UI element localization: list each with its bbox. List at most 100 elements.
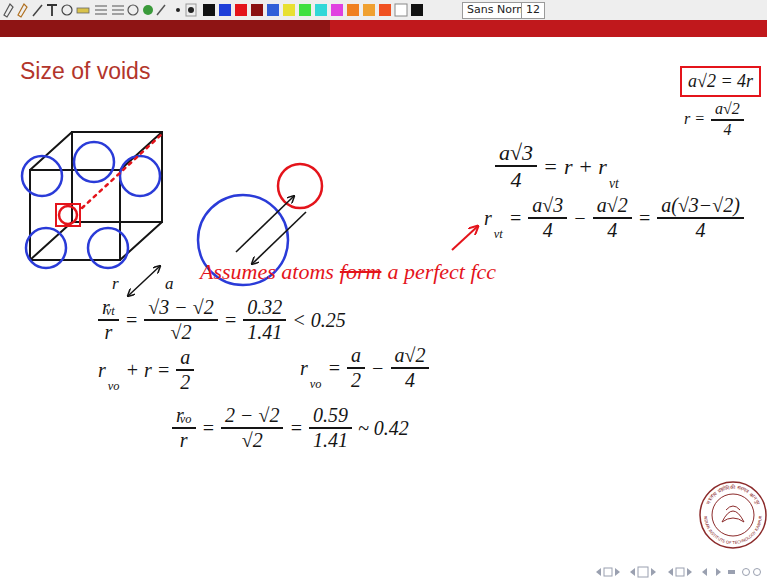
fraction-numerator: 0.59	[309, 405, 352, 429]
math-text: =	[328, 358, 342, 379]
path-shape	[651, 568, 656, 576]
fraction-numerator: a	[176, 347, 194, 371]
fraction-denominator: 4	[692, 219, 710, 241]
math-text: √3 − √2	[148, 297, 213, 318]
rect-shape	[347, 4, 359, 16]
rect-shape	[283, 4, 295, 16]
fraction-numerator: rvt	[98, 297, 119, 321]
subscript: vt	[609, 177, 619, 191]
circle-shape	[143, 5, 153, 15]
math-text: r + r	[564, 155, 607, 178]
path-shape	[252, 212, 306, 264]
fraction-numerator: 0.32	[243, 297, 286, 321]
fraction: 0.32 1.41	[243, 297, 286, 343]
fraction: rvor	[172, 405, 196, 451]
fraction: rvtr	[98, 297, 119, 343]
rect-shape	[186, 4, 196, 16]
path-shape	[668, 568, 673, 576]
math-text: < 0.25	[292, 310, 346, 331]
fraction: a(√3−√2)4	[657, 195, 744, 241]
path-shape	[615, 568, 620, 576]
header-band	[0, 20, 767, 37]
math-text: =	[125, 310, 139, 331]
path-shape	[630, 568, 635, 576]
path-shape	[702, 568, 707, 576]
equation-line: rvtr=√3 − √2√2=0.321.41< 0.25	[98, 297, 346, 343]
path-shape	[82, 134, 162, 208]
math-text: a√2	[715, 101, 740, 118]
math-text: r =	[684, 111, 705, 128]
equation-line: r =a√24	[684, 101, 744, 139]
circle-shape	[743, 569, 750, 576]
math-text: −	[573, 208, 587, 229]
circle-shape	[62, 5, 72, 15]
math-text: 2	[351, 370, 361, 391]
fraction-numerator: a(√3−√2)	[657, 195, 744, 219]
rect-shape	[331, 4, 343, 16]
subscript: vt	[494, 228, 503, 241]
rect-shape	[363, 4, 375, 16]
math-text: a	[165, 275, 174, 293]
fraction: a√24	[711, 101, 744, 139]
logo-text: INDIAN INSTITUTE OF TECHNOLOGY KANPUR	[703, 515, 763, 545]
fraction: a√24	[593, 195, 632, 241]
math-text: Assumes atoms	[200, 260, 334, 283]
toolbar	[0, 0, 767, 20]
rect-shape	[251, 4, 263, 16]
path-shape	[687, 568, 692, 576]
fraction-numerator: rvo	[172, 405, 196, 429]
math-text: 4	[405, 370, 415, 391]
math-text: =	[638, 208, 652, 229]
circle-shape	[700, 482, 766, 548]
math-text: 0.32	[247, 297, 282, 318]
math-text: r	[98, 360, 106, 381]
path-shape	[4, 4, 13, 17]
rect-shape	[77, 8, 89, 13]
dimension-label: r	[112, 275, 119, 293]
highlight-box-text: a√2 = 4r	[688, 71, 753, 92]
rect-shape	[0, 0, 767, 20]
path-shape	[18, 4, 27, 17]
math-text: r	[104, 322, 112, 343]
math-text: + r =	[126, 360, 171, 381]
fraction-numerator: a√3	[528, 195, 567, 219]
math-text: 4	[723, 122, 731, 139]
equation-line: rvor=2 − √2√2=0.591.41~ 0.42	[172, 405, 409, 451]
rect-shape	[315, 4, 327, 16]
fraction-numerator: 2 − √2	[221, 405, 283, 429]
fraction-denominator: 4	[719, 121, 735, 139]
path-shape	[33, 5, 42, 16]
math-text: =	[289, 418, 303, 439]
rect-shape	[203, 4, 215, 16]
circle-shape	[74, 142, 114, 182]
logo-text: भारतीय प्रौद्योगिकी संस्थान कानपुर	[704, 484, 762, 506]
math-text: =	[509, 208, 523, 229]
logo-text: INDIAN INSTITUTE OF TECHNOLOGY KANPUR	[703, 515, 763, 545]
math-text: a√3	[532, 195, 563, 216]
path-shape	[112, 6, 124, 14]
math-text: 1.41	[247, 322, 282, 343]
rect-shape	[56, 204, 80, 226]
circle-shape	[88, 228, 128, 268]
fraction-denominator: r	[176, 429, 192, 451]
fraction: a2	[176, 347, 194, 393]
fraction-numerator: √3 − √2	[144, 297, 217, 321]
fraction-denominator: √2	[166, 321, 195, 343]
fraction-numerator: a√2	[711, 101, 744, 121]
fraction: a2	[347, 345, 365, 391]
fraction: 0.591.41	[309, 405, 352, 451]
rect-shape	[728, 570, 735, 574]
fraction-denominator: 2	[176, 371, 194, 393]
math-text: ~ 0.42	[358, 418, 409, 439]
rect-shape	[379, 4, 391, 16]
fraction: √3 − √2 √2	[144, 297, 217, 343]
fraction-denominator: 4	[539, 219, 557, 241]
rect-shape	[604, 568, 612, 576]
assumption-note: Assumes atomsforma perfect fcc	[200, 260, 496, 283]
math-text: a	[180, 347, 190, 368]
math-text: −	[371, 358, 385, 379]
equation-line: rvo+ r =a2	[98, 347, 194, 393]
circle-shape	[120, 156, 160, 196]
circle-shape	[176, 8, 180, 12]
